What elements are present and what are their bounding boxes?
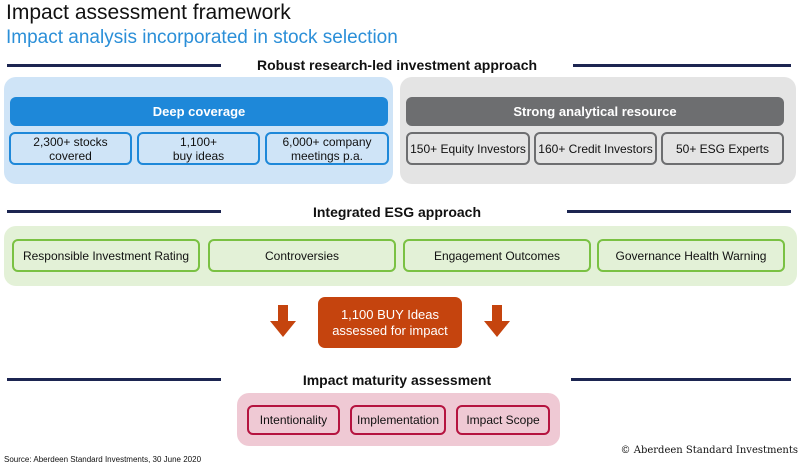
resource-item: 50+ ESG Experts bbox=[661, 132, 784, 165]
section-divider-right bbox=[567, 210, 791, 213]
section-divider-left bbox=[7, 210, 221, 213]
impact-item: Implementation bbox=[350, 405, 446, 435]
source-note: Source: Aberdeen Standard Investments, 3… bbox=[4, 455, 202, 464]
resource-item: 150+ Equity Investors bbox=[406, 132, 530, 165]
coverage-item-line1: 6,000+ company bbox=[282, 134, 372, 149]
analytical-resource-panel bbox=[400, 77, 796, 184]
section-divider-left bbox=[7, 64, 221, 67]
impact-item: Impact Scope bbox=[456, 405, 550, 435]
copyright-note: © Aberdeen Standard Investments bbox=[620, 445, 798, 456]
down-arrow-icon bbox=[270, 305, 296, 337]
deep-coverage-header: Deep coverage bbox=[10, 97, 388, 126]
page-title: Impact assessment framework bbox=[6, 1, 291, 24]
impact-heading: Impact maturity assessment bbox=[302, 372, 492, 388]
section-divider-right bbox=[573, 64, 791, 67]
coverage-item-line2: buy ideas bbox=[172, 148, 225, 163]
esg-item: Responsible Investment Rating bbox=[12, 239, 200, 272]
esg-heading: Integrated ESG approach bbox=[312, 204, 482, 220]
impact-item: Intentionality bbox=[247, 405, 340, 435]
coverage-item-line1: 1,100+ bbox=[179, 134, 218, 149]
coverage-item-line1: 2,300+ stocks bbox=[33, 134, 108, 149]
esg-item: Engagement Outcomes bbox=[403, 239, 591, 272]
esg-item: Governance Health Warning bbox=[597, 239, 785, 272]
resource-item: 160+ Credit Investors bbox=[534, 132, 657, 165]
esg-item: Controversies bbox=[208, 239, 396, 272]
deep-coverage-panel bbox=[4, 77, 393, 184]
section-divider-right bbox=[571, 378, 791, 381]
buy-ideas-line1: 1,100 BUY Ideas bbox=[340, 306, 440, 322]
down-arrow-icon bbox=[484, 305, 510, 337]
page-subtitle: Impact analysis incorporated in stock se… bbox=[6, 27, 398, 48]
coverage-item-line2: covered bbox=[49, 148, 92, 163]
analytical-resource-header: Strong analytical resource bbox=[406, 97, 784, 126]
research-heading: Robust research-led investment approach bbox=[256, 57, 538, 73]
coverage-item: 1,100+buy ideas bbox=[137, 132, 260, 165]
coverage-item-line2: meetings p.a. bbox=[290, 148, 364, 163]
section-divider-left bbox=[7, 378, 221, 381]
buy-ideas-line2: assessed for impact bbox=[332, 322, 448, 338]
